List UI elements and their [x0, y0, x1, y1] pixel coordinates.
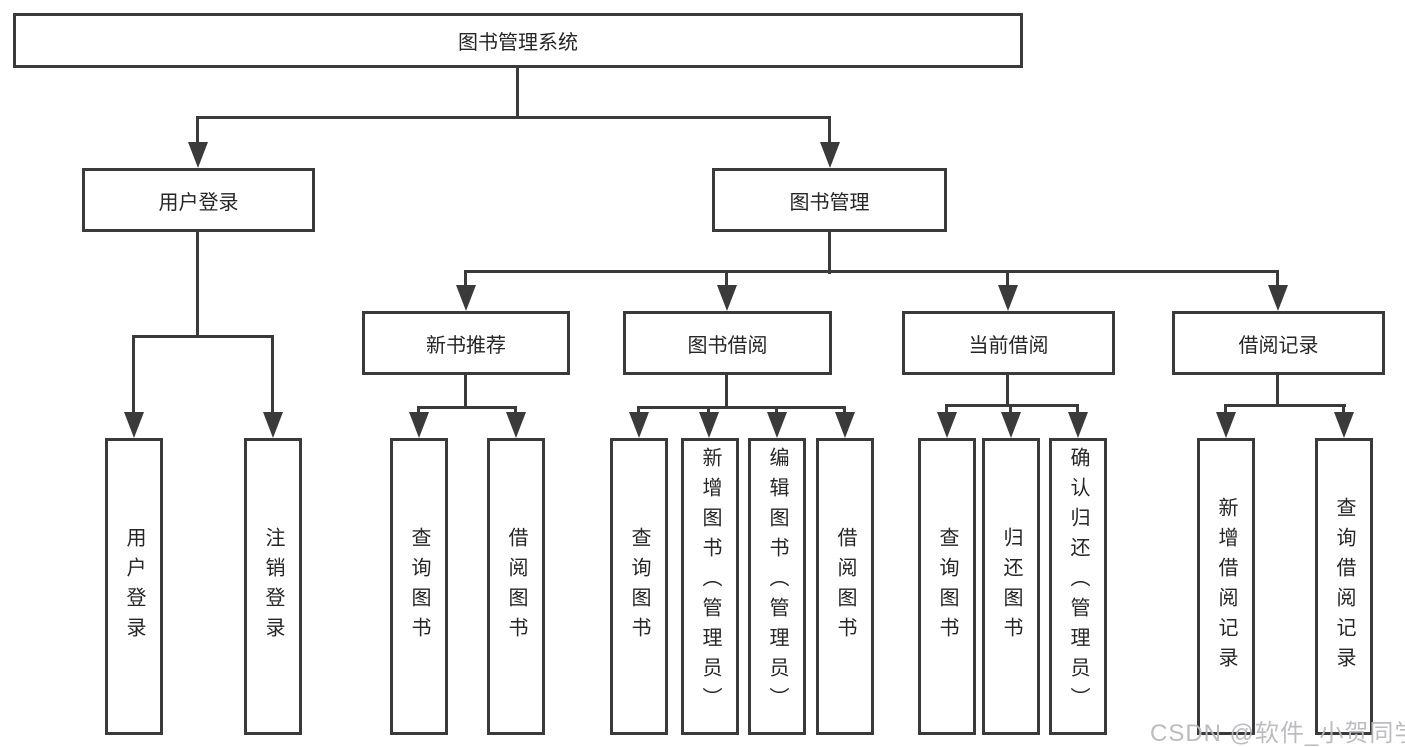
connector-line	[1224, 404, 1227, 416]
node-current-return-books: 归还图书	[982, 438, 1040, 735]
connector-line	[1342, 404, 1345, 416]
connector-line	[637, 406, 846, 409]
arrow-down-icon	[456, 285, 476, 311]
node-borrow-query-books: 查询图书	[610, 438, 668, 735]
arrow-down-icon	[263, 412, 283, 438]
arrow-down-icon	[937, 412, 957, 438]
node-user-login: 用户登录	[82, 168, 315, 232]
arrow-down-icon	[767, 412, 787, 438]
connector-line	[464, 375, 467, 408]
connector-line	[1224, 404, 1346, 407]
connector-line	[1006, 270, 1009, 289]
node-newbooks-query-books: 查询图书	[390, 438, 448, 735]
node-records-query-record: 查询借阅记录	[1315, 438, 1373, 735]
connector-line	[945, 404, 1079, 407]
connector-line	[1009, 404, 1012, 416]
node-current-confirm-return-admin: 确认归还（管理员）	[1049, 438, 1107, 735]
arrow-down-icon	[699, 412, 719, 438]
connector-line	[843, 406, 846, 416]
arrow-down-icon	[629, 412, 649, 438]
node-user-login-leaf: 用户登录	[105, 438, 163, 735]
arrow-down-icon	[998, 285, 1018, 311]
arrow-down-icon	[506, 412, 526, 438]
arrow-down-icon	[1001, 412, 1021, 438]
node-book-management: 图书管理	[712, 168, 947, 232]
connector-line	[271, 335, 274, 416]
connector-line	[707, 406, 710, 416]
arrow-down-icon	[1216, 412, 1236, 438]
arrow-down-icon	[717, 285, 737, 311]
connector-line	[464, 270, 467, 289]
node-newbooks-borrow-books: 借阅图书	[487, 438, 545, 735]
connector-line	[775, 406, 778, 416]
connector-line	[828, 232, 831, 274]
node-borrow-borrow-books: 借阅图书	[816, 438, 874, 735]
node-current-borrow: 当前借阅	[902, 311, 1115, 375]
connector-line	[725, 270, 728, 289]
node-new-book-recommend: 新书推荐	[362, 311, 570, 375]
connector-line	[1006, 375, 1009, 407]
connector-line	[828, 116, 831, 146]
arrow-down-icon	[820, 142, 840, 168]
connector-line	[1076, 404, 1079, 416]
connector-line	[417, 406, 420, 416]
connector-line	[725, 375, 728, 408]
node-borrow-records: 借阅记录	[1172, 311, 1385, 375]
connector-line	[196, 116, 199, 146]
arrow-down-icon	[835, 412, 855, 438]
connector-line	[514, 406, 517, 416]
connector-line	[637, 406, 640, 416]
node-logout: 注销登录	[244, 438, 302, 735]
arrow-down-icon	[409, 412, 429, 438]
connector-line	[196, 232, 199, 338]
arrow-down-icon	[124, 412, 144, 438]
connector-line	[196, 116, 831, 119]
connector-line	[417, 406, 517, 409]
node-records-add-record: 新增借阅记录	[1197, 438, 1255, 735]
connector-line	[132, 335, 274, 338]
connector-line	[132, 335, 135, 416]
node-book-borrow: 图书借阅	[623, 311, 832, 375]
node-current-query-books: 查询图书	[918, 438, 976, 735]
arrow-down-icon	[1334, 412, 1354, 438]
connector-line	[945, 404, 948, 416]
watermark: CSDN @软件_小贺同学	[1150, 720, 1405, 747]
arrow-down-icon	[1068, 412, 1088, 438]
node-borrow-edit-books-admin: 编辑图书（管理员）	[748, 438, 806, 735]
connector-line	[464, 270, 1279, 273]
connector-line	[1276, 270, 1279, 289]
arrow-down-icon	[1268, 285, 1288, 311]
connector-line	[1276, 375, 1279, 406]
node-borrow-add-books-admin: 新增图书（管理员）	[681, 438, 739, 735]
connector-line	[516, 68, 519, 118]
node-root: 图书管理系统	[13, 13, 1023, 68]
arrow-down-icon	[188, 142, 208, 168]
